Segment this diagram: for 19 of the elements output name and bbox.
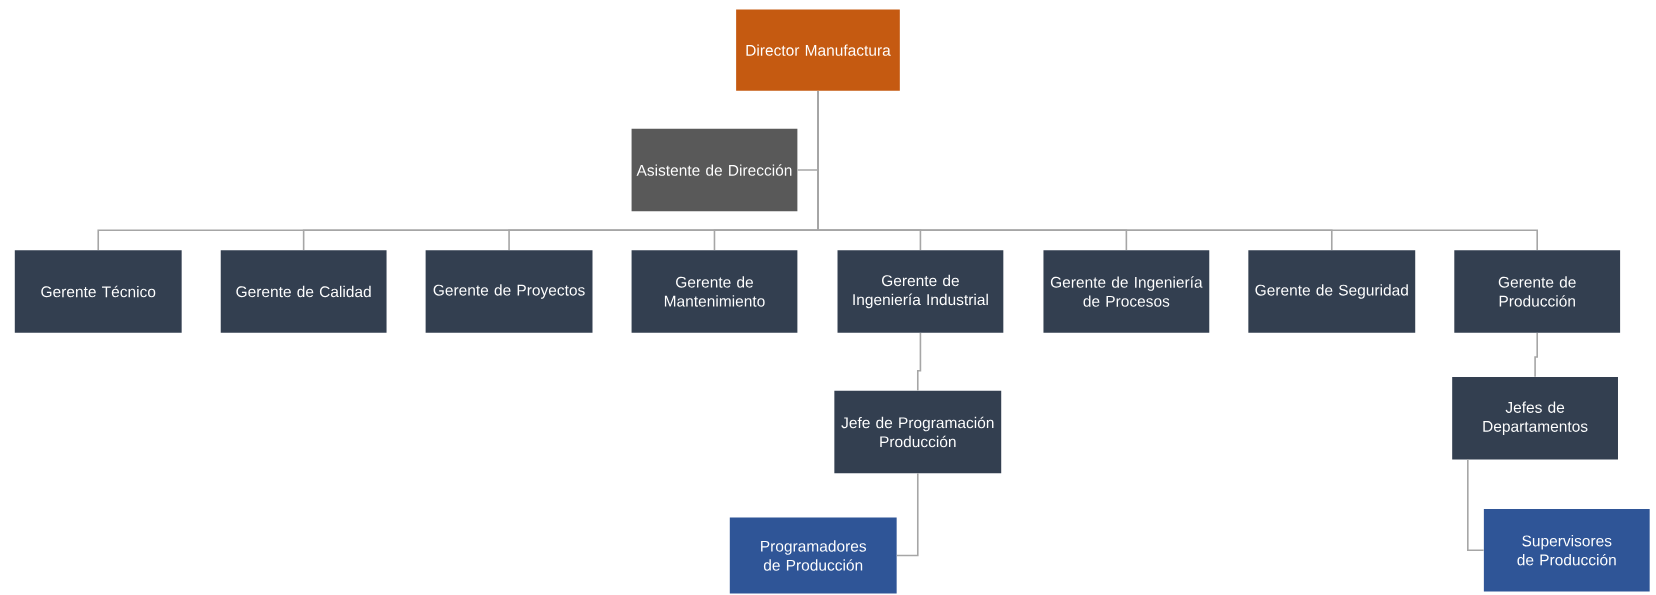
connector-line — [896, 472, 919, 557]
director-box: Director Manufactura — [736, 9, 900, 92]
connector-line — [817, 90, 1538, 252]
assistant-box: Asistente de Dirección — [631, 129, 798, 212]
connector-line — [917, 332, 922, 392]
position-box: Gerente de Ingeniería Industrial — [837, 250, 1004, 333]
position-box: Gerente de Calidad — [220, 250, 387, 333]
position-box: Gerente de Mantenimiento — [631, 250, 798, 333]
connector-line — [1534, 332, 1538, 378]
position-box: Gerente de Ingeniería de Procesos — [1043, 250, 1210, 333]
position-box: Gerente de Seguridad — [1248, 250, 1416, 333]
connector-line — [1467, 459, 1485, 552]
position-box: Jefes de Departamentos — [1452, 377, 1618, 460]
staff-box: Programadores de Producción — [729, 517, 897, 594]
position-box: Gerente Técnico — [14, 250, 182, 333]
staff-box: Supervisores de Producción — [1483, 509, 1650, 592]
position-box: Gerente de Producción — [1454, 250, 1621, 333]
position-box: Jefe de Programación Producción — [834, 390, 1002, 474]
position-box: Gerente de Proyectos — [425, 250, 593, 333]
